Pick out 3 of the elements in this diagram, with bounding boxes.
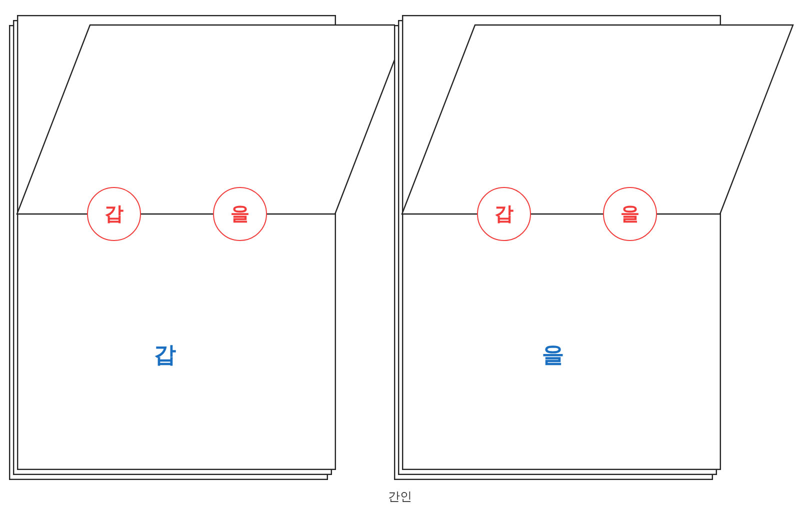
caption-text: 간인 <box>388 488 412 506</box>
party-name: 갑 <box>154 344 176 368</box>
party-name: 을 <box>542 344 564 368</box>
